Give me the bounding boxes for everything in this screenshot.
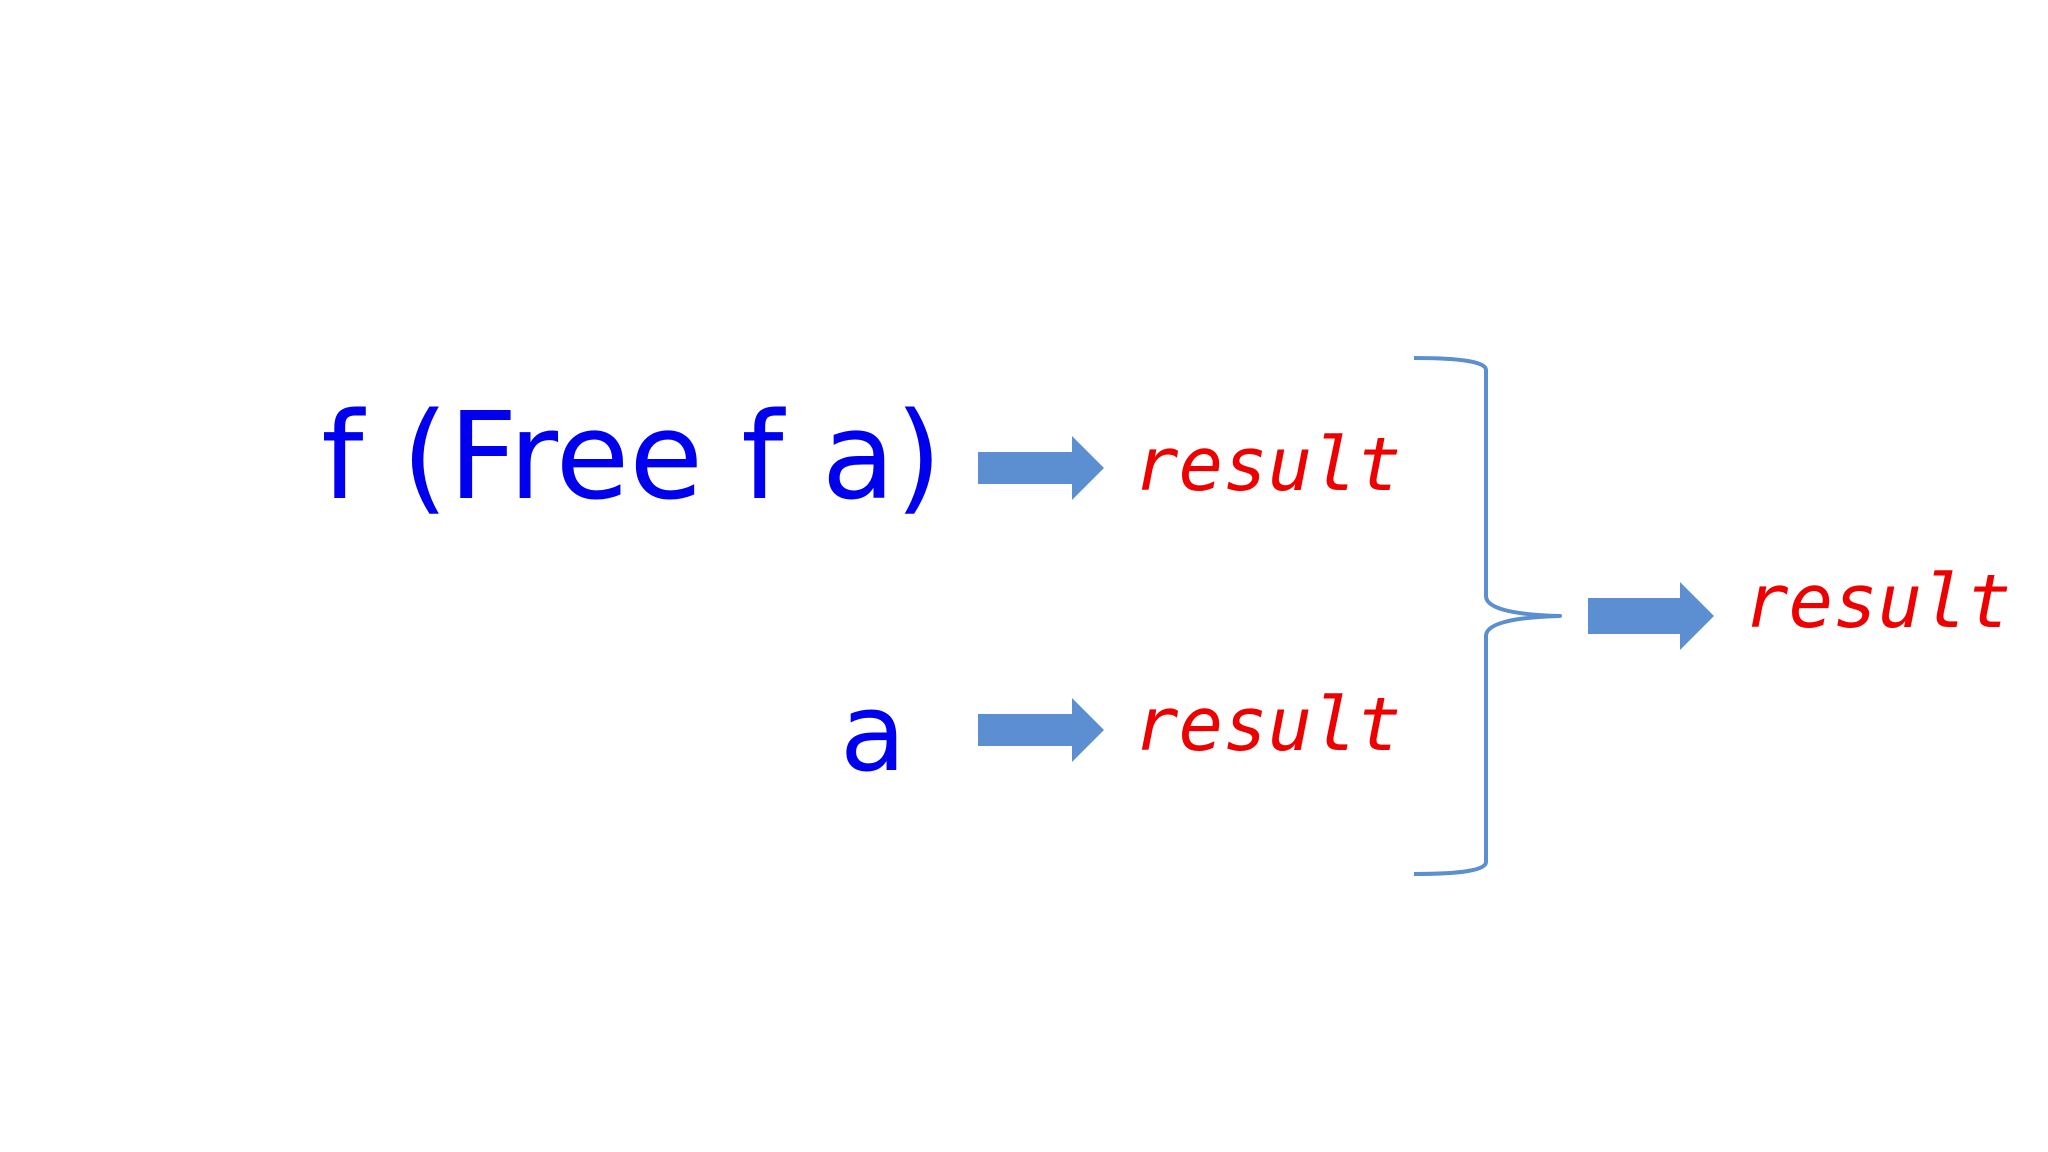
right-brace-icon: [1413, 356, 1562, 876]
arrow-bottom-icon: [978, 698, 1104, 762]
arrow-final-icon: [1588, 582, 1714, 650]
result-bottom-label: result: [1134, 682, 1402, 768]
result-combined-label: result: [1744, 559, 2012, 645]
result-top-label: result: [1134, 422, 1402, 508]
pure-value-label: a: [839, 671, 906, 796]
functor-expression-label: f (Free f a): [321, 388, 942, 527]
arrow-top-icon: [978, 436, 1104, 500]
